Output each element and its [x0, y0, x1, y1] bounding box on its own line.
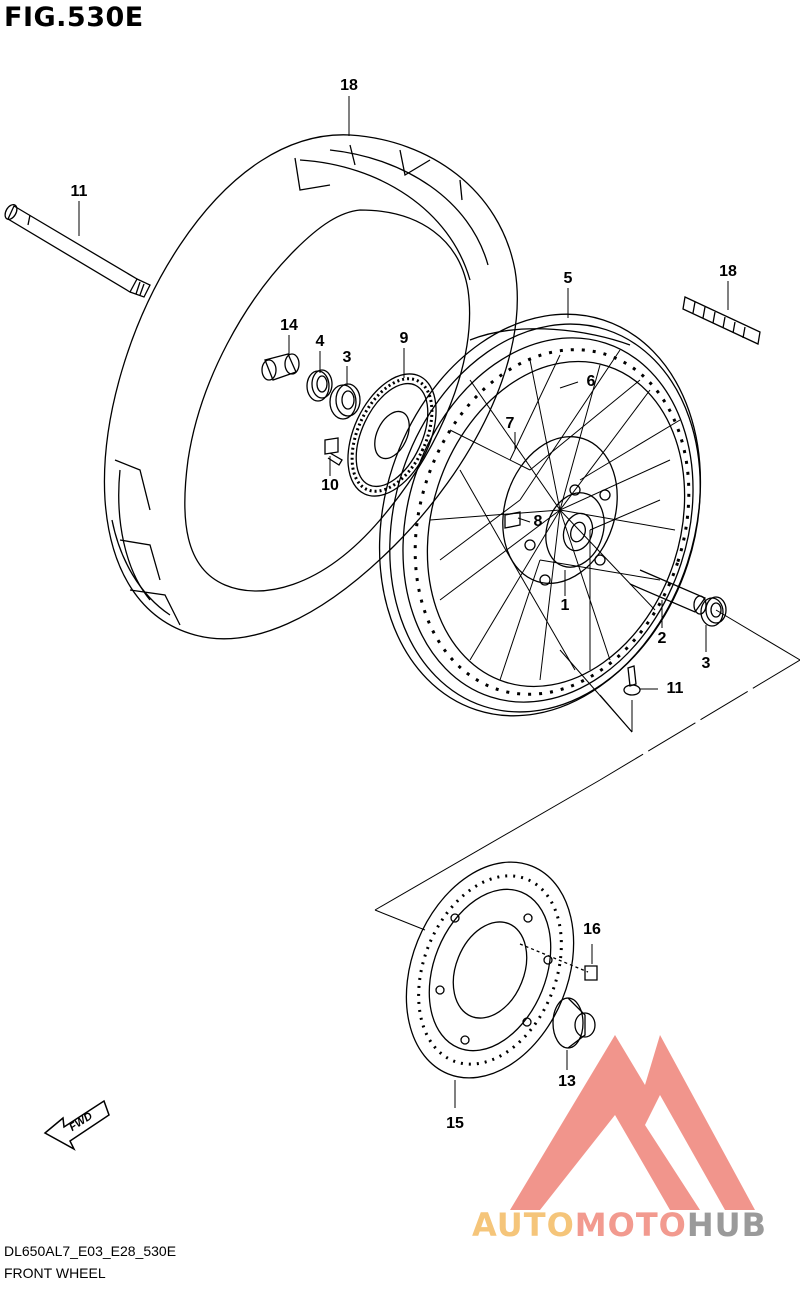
balance-weights-part-18: [682, 296, 761, 345]
callout-18: 18: [719, 263, 737, 280]
callout-15: 15: [446, 1115, 464, 1132]
leader-lines: [78, 96, 729, 1108]
callout-5: 5: [563, 270, 573, 287]
callout-14: 14: [280, 317, 298, 334]
seal-part-4: [306, 369, 333, 402]
callout-9: 9: [399, 330, 409, 347]
exploded-view-guide: [374, 609, 800, 931]
watermark-part-auto: AUTO: [472, 1206, 575, 1244]
callout-11: 11: [666, 680, 684, 697]
rim-part-5: [378, 313, 702, 717]
callout-6: 6: [586, 373, 596, 390]
bolt-part-10: [324, 437, 343, 466]
sensor-ring-part-9: [347, 373, 437, 497]
figure-code: DL650AL7_E03_E28_530E: [4, 1243, 177, 1259]
brake-disc-part-15: [405, 861, 575, 1079]
watermark-emblem-icon: [510, 1035, 755, 1210]
callout-8: 8: [533, 513, 543, 530]
callout-16: 16: [583, 921, 601, 938]
hub-part-1: [502, 436, 618, 586]
callout-10: 10: [321, 477, 339, 494]
callout-2: 2: [657, 630, 667, 647]
callout-17: 18: [340, 77, 358, 94]
watermark-text: AUTOMOTOHUB: [472, 1206, 767, 1244]
callout-3-left: 3: [342, 349, 352, 366]
watermark-part-moto: MOTO: [574, 1206, 687, 1244]
tire-part-17: [103, 134, 518, 640]
callout-4: 4: [315, 333, 325, 350]
bolt-part-8: [504, 511, 521, 529]
watermark-part-hub: HUB: [686, 1206, 768, 1244]
callout-7: 7: [505, 415, 515, 432]
collar-part-13: [552, 997, 596, 1049]
axle-part-12: [4, 203, 151, 298]
bolt-part-16: [519, 943, 598, 981]
callout-3-right: 3: [701, 655, 711, 672]
callout-12: 11: [70, 183, 88, 200]
spacer-part-14: [261, 353, 300, 381]
valve-part-11: [623, 665, 641, 696]
callout-1: 1: [560, 597, 570, 614]
figure-name: FRONT WHEEL: [4, 1265, 106, 1281]
bearing-part-3-left: [329, 383, 361, 420]
fwd-arrow-icon: [43, 1099, 110, 1151]
bearing-part-3-right: [700, 596, 727, 627]
figure-title: FIG.530E: [4, 2, 144, 33]
spokes-part-6: [429, 349, 681, 681]
callout-13: 13: [558, 1073, 576, 1090]
spacer-part-2: [629, 569, 707, 615]
